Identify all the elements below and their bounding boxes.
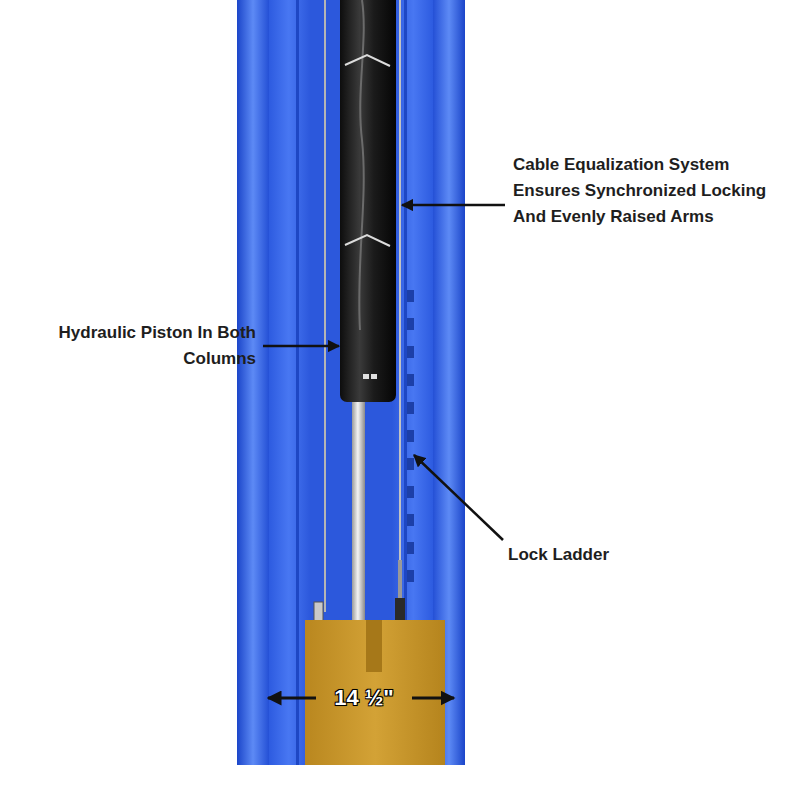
cylinder-plate bbox=[363, 374, 369, 379]
carriage-slot bbox=[366, 620, 382, 672]
ladder-slot bbox=[407, 430, 414, 442]
column-crease bbox=[296, 0, 299, 765]
ladder-slot bbox=[407, 402, 414, 414]
ladder-slot bbox=[407, 318, 414, 330]
cylinder-plate bbox=[371, 374, 377, 379]
leader-arrow bbox=[263, 345, 339, 348]
column-flange bbox=[237, 0, 269, 765]
equalization-cable bbox=[324, 0, 326, 612]
callout-label: Cable Equalization System Ensures Synchr… bbox=[513, 152, 785, 230]
piston-rod bbox=[352, 402, 365, 624]
carriage-block bbox=[305, 620, 445, 765]
equalization-cable bbox=[399, 0, 401, 560]
hose-clamp bbox=[345, 55, 390, 66]
callout-label: Lock Ladder bbox=[508, 542, 708, 568]
lock-ladder bbox=[407, 290, 414, 582]
hydraulic-cylinder bbox=[340, 0, 396, 402]
ladder-slot bbox=[407, 486, 414, 498]
ladder-slot bbox=[407, 570, 414, 582]
hydraulic-hose bbox=[359, 0, 364, 330]
ladder-slot bbox=[407, 346, 414, 358]
ladder-slot bbox=[407, 458, 414, 470]
leader-arrow bbox=[402, 204, 505, 207]
ladder-slot bbox=[407, 374, 414, 386]
dimension-arrow bbox=[412, 697, 454, 700]
ladder-slot bbox=[407, 514, 414, 526]
dimension-label: 14 ½" bbox=[334, 685, 393, 711]
callout-label: Hydraulic Piston In Both Columns bbox=[26, 320, 256, 372]
cable-fitting bbox=[314, 602, 323, 622]
label-text: 14 ½" bbox=[334, 685, 393, 711]
hose-clamp bbox=[345, 235, 390, 246]
lock-fitting bbox=[395, 598, 405, 622]
ladder-slot bbox=[407, 542, 414, 554]
leader-arrow bbox=[414, 455, 503, 540]
ladder-slot bbox=[407, 290, 414, 302]
label-text: Cable Equalization System Ensures Synchr… bbox=[513, 152, 785, 230]
label-text: Lock Ladder bbox=[508, 542, 708, 568]
dimension-arrow bbox=[268, 697, 316, 700]
label-text: Hydraulic Piston In Both Columns bbox=[26, 320, 256, 372]
